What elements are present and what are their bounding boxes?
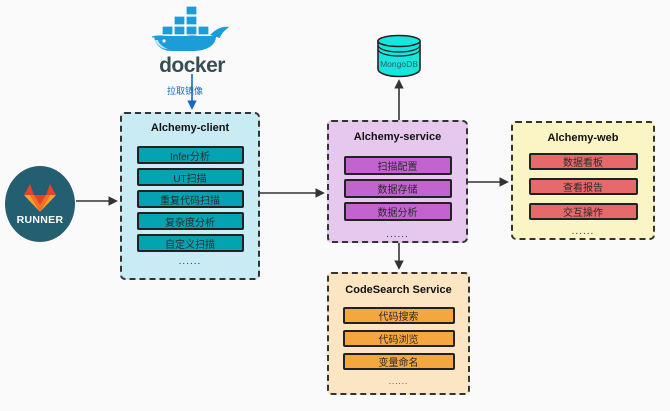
group-title: CodeSearch Service bbox=[345, 284, 452, 296]
service-item-data-analysis: 数据分析 bbox=[343, 202, 452, 221]
group-title: Alchemy-web bbox=[547, 132, 619, 144]
group-items: 数据看板 查看报告 交互操作 bbox=[528, 153, 638, 220]
web-item-dashboard: 数据看板 bbox=[528, 153, 638, 170]
ellipsis: ...... bbox=[571, 226, 595, 237]
group-title: Alchemy-service bbox=[353, 131, 442, 143]
ellipsis: ...... bbox=[386, 229, 409, 240]
client-item-ut-scan: UT扫描 bbox=[136, 168, 244, 186]
group-alchemy-service: Alchemy-service 扫描配置 数据存储 数据分析 ...... bbox=[327, 120, 468, 243]
client-item-complexity: 复杂度分析 bbox=[136, 212, 244, 230]
gitlab-runner-logo: RUNNER bbox=[5, 166, 75, 242]
docker-wordmark: docker bbox=[159, 54, 225, 77]
client-item-dup-code-scan: 重复代码扫描 bbox=[136, 190, 244, 208]
service-item-scan-config: 扫描配置 bbox=[343, 156, 452, 175]
group-title: Alchemy-client bbox=[150, 122, 230, 134]
client-item-infer: Infer分析 bbox=[136, 146, 244, 164]
client-item-custom-scan: 自定义扫描 bbox=[136, 234, 244, 252]
web-item-interaction: 交互操作 bbox=[528, 203, 638, 220]
group-alchemy-client: Alchemy-client Infer分析 UT扫描 重复代码扫描 复杂度分析… bbox=[120, 112, 260, 280]
web-item-view-report: 查看报告 bbox=[528, 178, 638, 195]
group-items: 代码搜索 代码浏览 变量命名 bbox=[342, 307, 455, 370]
codesearch-item-code-search: 代码搜索 bbox=[342, 307, 455, 324]
docker-whale-icon bbox=[151, 5, 229, 51]
group-alchemy-web: Alchemy-web 数据看板 查看报告 交互操作 ...... bbox=[511, 121, 655, 240]
group-codesearch-service: CodeSearch Service 代码搜索 代码浏览 变量命名 ...... bbox=[327, 272, 470, 395]
mongodb-label: MongoDB bbox=[380, 59, 418, 69]
gitlab-tanuki-icon bbox=[24, 183, 56, 212]
ellipsis: ...... bbox=[178, 256, 202, 267]
docker-logo: docker bbox=[146, 4, 238, 77]
group-items: Infer分析 UT扫描 重复代码扫描 复杂度分析 自定义扫描 bbox=[136, 146, 244, 252]
group-items: 扫描配置 数据存储 数据分析 bbox=[343, 156, 452, 221]
service-item-data-storage: 数据存储 bbox=[343, 179, 452, 198]
mongodb-database-icon: MongoDB bbox=[377, 34, 421, 78]
codesearch-item-variable-naming: 变量命名 bbox=[342, 353, 455, 370]
pull-image-label: 拉取镜像 bbox=[167, 86, 204, 96]
ellipsis: ...... bbox=[388, 377, 409, 386]
codesearch-item-code-browse: 代码浏览 bbox=[342, 330, 455, 347]
runner-label: RUNNER bbox=[16, 213, 64, 226]
